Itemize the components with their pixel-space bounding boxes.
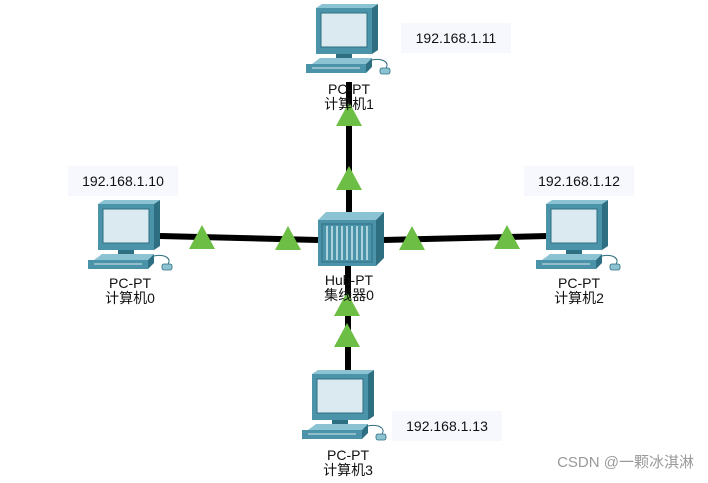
pc-device-2[interactable] bbox=[536, 200, 621, 271]
pc1-ip-address: 192.168.1.11 bbox=[401, 23, 511, 53]
hub-device[interactable] bbox=[318, 212, 384, 266]
pc0-ip-address: 192.168.1.10 bbox=[68, 166, 178, 196]
pc3-ip-address: 192.168.1.13 bbox=[392, 411, 502, 441]
link-up-indicator bbox=[275, 226, 301, 250]
link-up-indicator bbox=[494, 225, 520, 249]
pc-icon bbox=[306, 4, 391, 75]
pc-device-3[interactable] bbox=[302, 370, 387, 441]
link-up-indicator bbox=[334, 292, 360, 316]
link-indicators bbox=[189, 102, 520, 347]
link-up-indicator bbox=[336, 102, 362, 126]
pc-icon bbox=[88, 200, 173, 271]
hub-icon bbox=[318, 212, 384, 266]
link-up-indicator bbox=[399, 226, 425, 250]
pc-device-0[interactable] bbox=[88, 200, 173, 271]
link-up-indicator bbox=[334, 323, 360, 347]
link-up-indicator bbox=[189, 225, 215, 249]
pc-device-1[interactable] bbox=[306, 4, 391, 75]
pc-icon bbox=[536, 200, 621, 271]
link-up-indicator bbox=[336, 166, 362, 190]
watermark: CSDN @一颗冰淇淋 bbox=[557, 454, 694, 471]
pc-icon bbox=[302, 370, 387, 441]
pc2-ip-address: 192.168.1.12 bbox=[524, 166, 634, 196]
